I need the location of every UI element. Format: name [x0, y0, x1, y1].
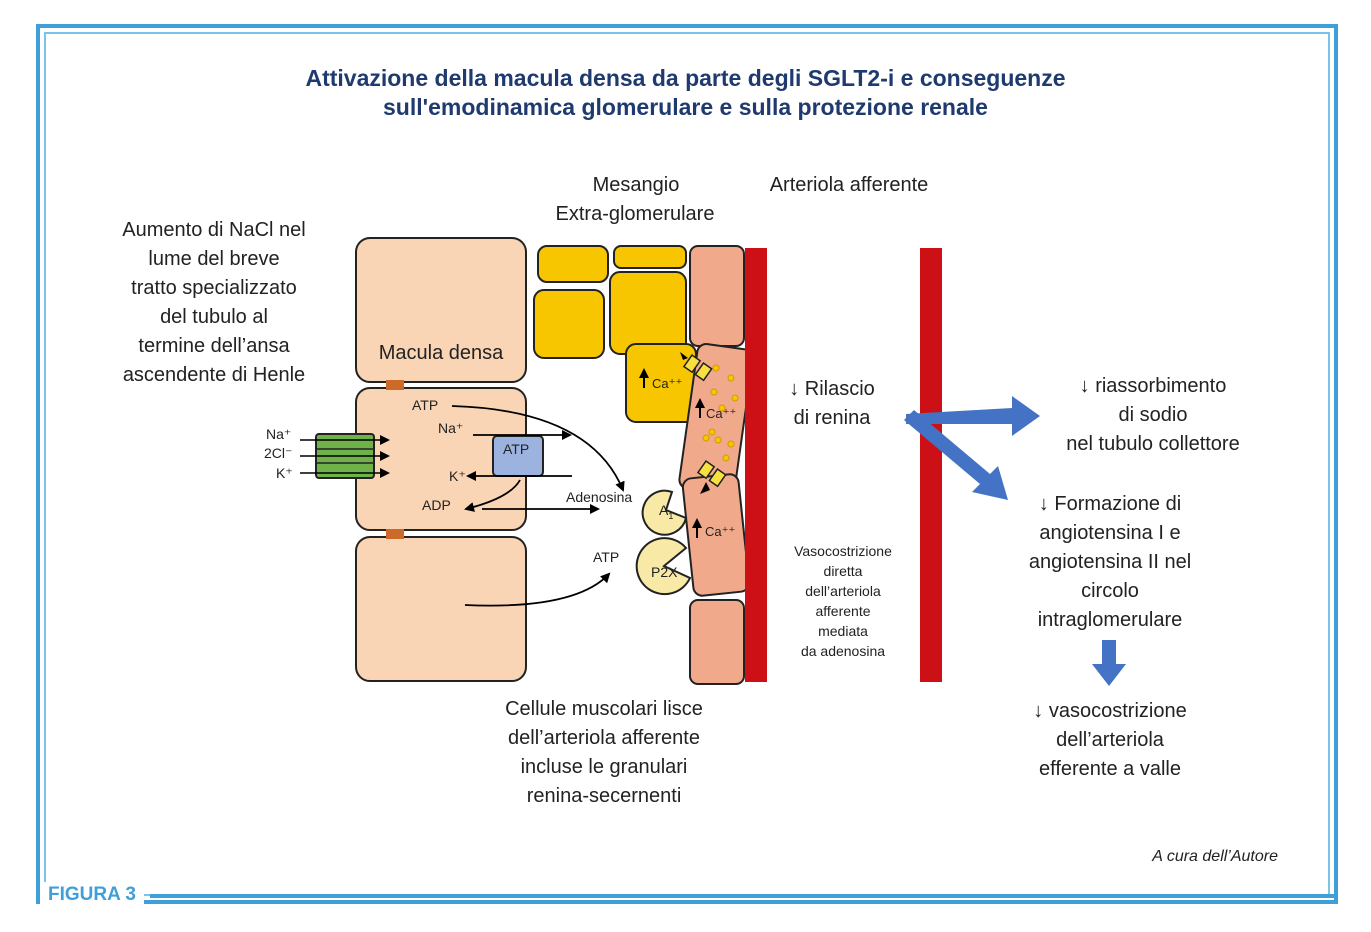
form-line: intraglomerulare — [1037, 609, 1183, 631]
signal-arrows — [451, 405, 625, 607]
formazione-angiotensina-label: ↓ Formazione di angiotensina I e angiote… — [1000, 490, 1220, 635]
arrow-to-riassorbimento — [906, 396, 1040, 436]
a1-subscript: 1 — [668, 510, 674, 521]
atp-release-arrow — [464, 572, 611, 607]
ca-smooth-muscle-label: Ca⁺⁺ — [705, 524, 736, 539]
tubule-cell-bottom — [355, 536, 527, 682]
p2x-receptor — [635, 537, 692, 596]
arteriola-afferente-label: Arteriola afferente — [769, 174, 929, 196]
mesangial-cell — [613, 245, 687, 269]
ca-granular-label: Ca⁺⁺ — [706, 406, 737, 421]
a1-text: A — [659, 502, 669, 518]
cellule-line: Cellule muscolari lisce — [505, 698, 703, 720]
mesangio-label: Mesangio — [592, 174, 680, 196]
ca-mesangial-label: Ca⁺⁺ — [652, 376, 683, 391]
vaso-line: efferente a valle — [1039, 758, 1181, 780]
rilascio-renina-label: ↓ Rilascio di renina — [764, 375, 900, 433]
rilascio-line: ↓ Rilascio — [789, 378, 875, 400]
form-line: angiotensina I e — [1039, 522, 1181, 544]
diretta-line: afferente — [815, 603, 871, 619]
title-line-1: Attivazione della macula densa da parte … — [305, 65, 1066, 91]
smooth-muscle-cell — [689, 599, 745, 685]
diretta-line: Vasocostrizione — [794, 543, 892, 559]
smooth-muscle-cells — [678, 245, 754, 685]
smooth-muscle-cell — [689, 245, 745, 347]
k-pump-label: K⁺ — [449, 468, 466, 484]
nacl-line: Aumento di NaCl nel — [122, 219, 306, 241]
gap-junctions — [680, 352, 727, 494]
na-pump-label: Na⁺ — [438, 420, 464, 436]
renin-granules — [702, 364, 739, 462]
ca-up-arrows — [639, 368, 705, 538]
riass-line: di sodio — [1118, 404, 1188, 426]
figure-label-rule — [150, 894, 1338, 898]
adenosina-label: Adenosina — [566, 489, 633, 505]
nacl-line: lume del breve — [148, 248, 280, 270]
na-label: Na⁺ — [266, 426, 292, 442]
atp-label-bottom: ATP — [593, 549, 620, 565]
nkcc2-transporter — [300, 433, 390, 479]
nacl-line: tratto specializzato — [131, 277, 297, 299]
diretta-line: mediata — [818, 623, 868, 639]
form-line: ↓ Formazione di — [1038, 493, 1182, 515]
pump-atp-label: ATP — [503, 441, 530, 457]
diretta-line: dell’arteriola — [805, 583, 881, 599]
nacl-description: Aumento di NaCl nel lume del breve tratt… — [96, 216, 332, 390]
arrow-to-vasocostrizione — [1092, 640, 1126, 686]
form-line: circolo — [1081, 580, 1139, 602]
atp-to-adenosine-arrow — [451, 405, 625, 492]
form-line: angiotensina II nel — [1028, 551, 1192, 573]
cl-label: 2Cl⁻ — [264, 445, 293, 461]
vasocostrizione-efferente-label: ↓ vasocostrizione dell’arteriola efferen… — [1000, 697, 1220, 784]
title-line-2: sull'emodinamica glomerulare e sulla pro… — [383, 94, 988, 120]
smooth-muscle-cell-ca — [681, 473, 751, 597]
credit-text: A cura dell’Autore — [1152, 848, 1278, 865]
outer-frame — [36, 24, 1338, 904]
figure-label: FIGURA 3 — [40, 882, 144, 908]
afferent-arteriole-wall-right — [920, 248, 942, 682]
riass-line: ↓ riassorbimento — [1079, 375, 1227, 397]
mesangial-cell — [533, 289, 605, 359]
nacl-line: ascendente di Henle — [122, 364, 306, 386]
cellule-line: dell’arteriola afferente — [508, 727, 700, 749]
vaso-line: dell’arteriola — [1056, 729, 1164, 751]
afferent-arteriole-wall-left — [745, 248, 767, 682]
tubule-cell-top — [355, 237, 527, 383]
a1-receptor — [641, 489, 688, 536]
vaso-line: ↓ vasocostrizione — [1033, 700, 1187, 722]
cellule-line: renina-secernenti — [526, 785, 682, 807]
nacl-line: del tubulo al — [160, 306, 268, 328]
riass-line: nel tubulo collettore — [1066, 433, 1240, 455]
diretta-line: diretta — [823, 563, 863, 579]
tight-junction-bottom — [386, 529, 404, 539]
riassorbimento-label: ↓ riassorbimento di sodio nel tubulo col… — [1036, 372, 1270, 459]
cellule-line: incluse le granulari — [520, 756, 688, 778]
mesangial-cells — [533, 245, 697, 423]
mesangial-cell — [537, 245, 609, 283]
tight-junction-top — [386, 380, 404, 390]
atp-to-adp-arrow — [464, 479, 521, 512]
atp-label-top: ATP — [412, 397, 439, 413]
mesangial-cell — [609, 271, 687, 355]
arrow-to-formazione — [904, 410, 1008, 500]
macula-densa-label: Macula densa — [378, 342, 504, 364]
k-label: K⁺ — [276, 465, 293, 481]
p2x-receptor-label: P2X — [651, 564, 678, 580]
macula-densa-cells — [355, 237, 527, 682]
rilascio-line: di renina — [793, 407, 871, 429]
effect-arrows — [904, 396, 1126, 686]
nacl-line: termine dell’ansa — [138, 335, 290, 357]
extra-glomerulare-label: Extra-glomerulare — [555, 203, 715, 225]
diretta-line: da adenosina — [800, 643, 886, 659]
adp-label: ADP — [422, 497, 451, 513]
vasocostrizione-diretta-label: Vasocostrizione diretta dell’arteriola a… — [776, 541, 910, 661]
figure-title: Attivazione della macula densa da parte … — [120, 64, 1251, 122]
cellule-muscolari-label: Cellule muscolari lisce dell’arteriola a… — [470, 695, 738, 811]
a1-receptor-label: A1 — [659, 502, 673, 521]
